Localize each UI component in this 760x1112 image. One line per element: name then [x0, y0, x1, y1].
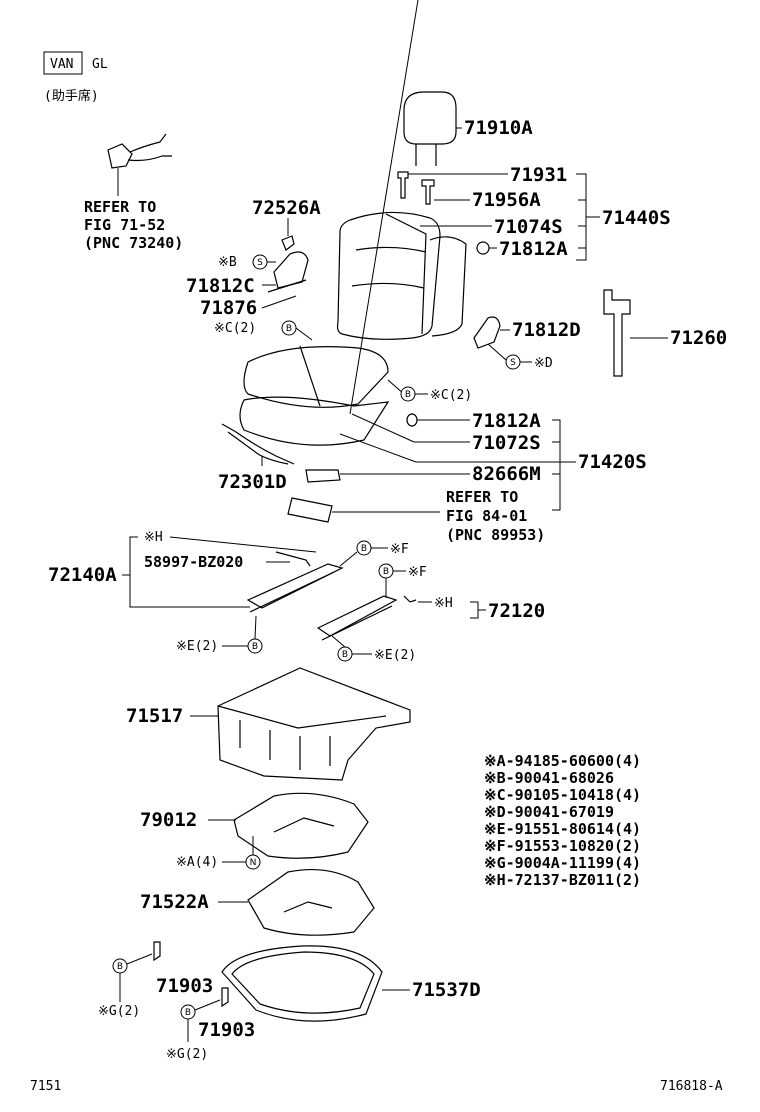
note-sD: ※D — [534, 356, 553, 371]
circle-b8-label: B — [185, 1008, 191, 1018]
clip-part-2 — [406, 413, 418, 427]
part-71910A: 71910A — [464, 117, 533, 139]
part-72140A: 72140A — [48, 564, 117, 586]
circle-b2-label: B — [405, 390, 411, 400]
part-72120: 72120 — [488, 600, 545, 622]
circle-b5-label: B — [383, 567, 389, 577]
legend-d: ※D-90041-67019 — [484, 803, 614, 821]
seat-cushion-part — [239, 345, 390, 446]
lever-part — [305, 469, 341, 483]
van-badge: VAN — [50, 57, 73, 72]
part-71420S: 71420S — [578, 451, 647, 473]
part-71440S: 71440S — [602, 207, 671, 229]
note-sF2: ※F — [408, 565, 427, 580]
circle-b4-label: B — [252, 642, 258, 652]
recliner-cover-part — [267, 235, 309, 293]
part-72526A: 72526A — [252, 197, 321, 219]
plate-part — [233, 792, 369, 859]
part-71260: 71260 — [670, 327, 727, 349]
footer-page-code: 7151 — [30, 1079, 61, 1094]
ref2-line3: (PNC 89953) — [446, 526, 545, 544]
side-cover-part — [473, 316, 501, 349]
ref2-line1: REFER TO — [446, 488, 518, 506]
seatbelt-buckle-part — [107, 133, 172, 196]
pin-part — [403, 595, 417, 603]
circle-b6-label: B — [342, 650, 348, 660]
part-71522A: 71522A — [140, 891, 209, 913]
wire-harness-part — [221, 423, 295, 465]
ref1-line3: (PNC 73240) — [84, 234, 183, 252]
switch-part — [287, 497, 333, 523]
part-71517: 71517 — [126, 705, 183, 727]
bolt-part — [397, 171, 435, 205]
ref2-line2: FIG 84-01 — [446, 507, 527, 525]
seal-part — [221, 945, 383, 1022]
note-sC2a: ※C(2) — [214, 321, 256, 336]
legend-a: ※A-94185-60600(4) — [484, 752, 641, 770]
part-71072S: 71072S — [472, 432, 541, 454]
ref1-line2: FIG 71-52 — [84, 216, 165, 234]
part-71812A-top: 71812A — [499, 238, 568, 260]
note-sF1: ※F — [390, 542, 409, 557]
circle-s2-label: S — [510, 358, 516, 368]
grade-label: GL — [92, 57, 108, 72]
legend-b: ※B-90041-68026 — [484, 769, 614, 787]
circle-n-label: N — [250, 858, 257, 868]
seat-back-part — [336, 211, 467, 340]
seat-label: (助手席) — [44, 88, 99, 104]
part-71956A: 71956A — [472, 189, 541, 211]
part-71812A-mid: 71812A — [472, 410, 541, 432]
note-sH2: ※H — [434, 596, 453, 611]
part-82666M: 82666M — [472, 463, 541, 485]
part-79012: 79012 — [140, 809, 197, 831]
part-71903a: 71903 — [156, 975, 213, 997]
note-sE2b: ※E(2) — [374, 648, 416, 663]
circle-b-label: B — [286, 324, 292, 334]
note-sG2a: ※G(2) — [98, 1004, 140, 1019]
circle-b7-label: B — [117, 962, 123, 972]
part-72301D: 72301D — [218, 471, 287, 493]
van-badge-box — [43, 51, 83, 75]
note-sC2b: ※C(2) — [430, 388, 472, 403]
clip-71903a — [153, 941, 161, 962]
bracket-part — [603, 289, 631, 377]
seat-frame-part — [217, 667, 411, 781]
legend-c: ※C-90105-10418(4) — [484, 786, 641, 804]
legend-g: ※G-9004A-11199(4) — [484, 854, 641, 872]
part-71931: 71931 — [510, 164, 567, 186]
note-sG2b: ※G(2) — [166, 1047, 208, 1062]
part-58997: 58997-BZ020 — [144, 553, 243, 571]
fastener-legend: ※A-94185-60600(4) ※B-90041-68026 ※C-9010… — [484, 752, 641, 889]
part-71812C: 71812C — [186, 275, 255, 297]
circle-s-label: S — [257, 258, 263, 268]
part-71074S: 71074S — [494, 216, 563, 238]
headrest-part — [403, 91, 457, 166]
footer-figure-id: 716818-A — [660, 1079, 723, 1094]
circle-b3-label: B — [361, 544, 367, 554]
legend-f: ※F-91553-10820(2) — [484, 837, 641, 855]
part-71537D: 71537D — [412, 979, 481, 1001]
pan-part — [247, 868, 375, 936]
note-sH1: ※H — [144, 530, 163, 545]
clip-71903b — [221, 987, 229, 1008]
legend-e: ※E-91551-80614(4) — [484, 820, 641, 838]
seat-track-right-part — [316, 595, 398, 641]
note-sE2a: ※E(2) — [176, 639, 218, 654]
part-71876: 71876 — [200, 297, 257, 319]
legend-h: ※H-72137-BZ011(2) — [484, 871, 641, 889]
part-71812D: 71812D — [512, 319, 581, 341]
note-sA4: ※A(4) — [176, 855, 218, 870]
clip-part — [476, 241, 490, 255]
seat-track-left-part — [246, 551, 344, 613]
ref1-line1: REFER TO — [84, 198, 156, 216]
part-71903b: 71903 — [198, 1019, 255, 1041]
note-sB: ※B — [218, 255, 237, 270]
